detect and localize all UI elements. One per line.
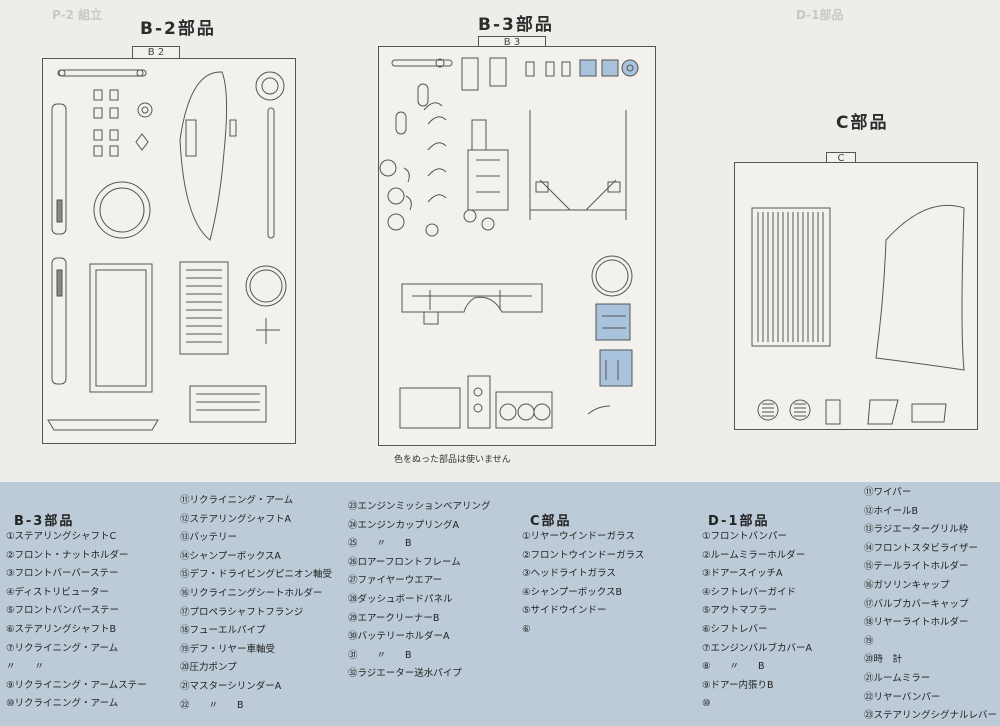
list-item: ㉑ルームミラー — [864, 672, 931, 684]
list-item: ④ディストリビューター — [6, 586, 109, 598]
list-item: ⑥ — [522, 623, 531, 635]
list-item: ㉔エンジンカップリングA — [348, 519, 459, 531]
c-parts — [751, 204, 965, 425]
list-item: ㉑マスターシリンダーA — [180, 680, 282, 692]
list-item: ⑭フロントスタビライザー — [864, 542, 979, 554]
b3-parts — [379, 57, 639, 429]
legend-title-b3: B-3部品 — [14, 514, 75, 529]
list-item: ⑬バッテリー — [180, 532, 238, 544]
sheet-tab-c: C — [826, 152, 856, 164]
list-item: ⑱フューエルパイプ — [180, 625, 266, 637]
list-item: ㉒ 〃 B — [180, 699, 244, 711]
sheet-title-c: C部品 — [836, 113, 889, 133]
list-item: ⑯リクライニングシートホルダー — [180, 587, 323, 599]
list-item: ⑥ステアリングシャフトB — [6, 623, 117, 635]
list-item: ②フロント・ナットホルダー — [6, 549, 129, 561]
sheet-frame-b2 — [42, 58, 296, 444]
ghost-label-p2: P-2 組立 — [52, 8, 103, 22]
b2-parts — [47, 69, 287, 431]
list-item: ⑮テールライトホルダー — [864, 561, 969, 573]
ghost-label-d1: D-1部品 — [796, 8, 844, 22]
list-item: ⑫ホイールB — [864, 505, 919, 517]
list-item: ⑫ステアリングシャフトA — [180, 513, 291, 525]
sheet-tab-b2: B 2 — [132, 46, 180, 60]
list-item: ①リヤーウインドーガラス — [522, 531, 635, 542]
list-item: ⑨リクライニング・アームステー — [6, 679, 147, 691]
parts-drawing — [47, 57, 965, 431]
list-item: ⑦リクライニング・アーム — [6, 642, 119, 654]
list-item: ⑲ — [864, 635, 874, 647]
list-item: ③ヘッドライトガラス — [522, 568, 616, 580]
sheet-title-b3: B-3部品 — [478, 15, 554, 35]
list-item: ⑳時 計 — [864, 654, 903, 666]
list-item: ⑦エンジンバルブカバーA — [702, 642, 813, 654]
list-item: ㉗ファイヤーウエアー — [348, 575, 443, 587]
list-item: ①フロントバンパー — [702, 531, 787, 542]
list-item: ⑰プロペラシャフトフランジ — [180, 606, 304, 618]
list-item: ①ステアリングシャフトC — [6, 531, 117, 542]
list-item: ⑩ — [702, 698, 711, 710]
list-item: ㉘ダッシュボードパネル — [348, 593, 453, 605]
unused-parts-note: 色をぬった部品は使いません — [394, 455, 511, 465]
list-item: ⑤フロントバンパーステー — [6, 605, 120, 617]
list-item: ⑳圧力ポンプ — [180, 662, 237, 674]
list-item: ⑤サイドウインドー — [522, 605, 607, 617]
list-item: ③ドアースイッチA — [702, 568, 783, 580]
list-item: ㉛ 〃 B — [348, 649, 412, 661]
parts-legend: B-3部品 ①ステアリングシャフトC ②フロント・ナットホルダー ③フロントバー… — [0, 482, 1000, 726]
list-item: ⑬ラジエーターグリル枠 — [864, 524, 969, 536]
list-item: ㉚バッテリーホルダーA — [348, 631, 450, 643]
list-item: ⑪ワイパー — [864, 487, 912, 498]
list-item: 〃 〃 — [6, 661, 45, 673]
list-item: ⑥シフトレバー — [702, 623, 768, 635]
list-item: ㉒リヤーバンパー — [864, 691, 941, 703]
list-item: ②フロントウインドーガラス — [522, 549, 645, 561]
list-item: ⑤アウトマフラー — [702, 605, 778, 617]
legend-b3-col2: ⑪リクライニング・アーム ⑫ステアリングシャフトA ⑬バッテリー ⑭シャンプーボ… — [180, 492, 345, 715]
legend-d1-col2: ⑪ワイパー ⑫ホイールB ⑬ラジエーターグリル枠 ⑭フロントスタビライザー ⑮テ… — [864, 484, 1000, 726]
list-item: ⑰バルブカバーキャップ — [864, 598, 969, 610]
list-item: ㉓エンジンミッションベアリング — [348, 501, 491, 512]
list-item: ③フロントバーバーステー — [6, 568, 119, 580]
legend-b3-col3: ㉓エンジンミッションベアリング ㉔エンジンカップリングA ㉕ 〃 B ㉖ロアーフ… — [348, 498, 513, 684]
list-item: ⑯ガソリンキャップ — [864, 579, 950, 591]
legend-title-c: C部品 — [530, 514, 572, 529]
list-item: ㉙エアークリーナーB — [348, 612, 440, 624]
list-item: ㉓ステアリングシグナルレバー — [864, 710, 998, 722]
list-item: ⑱リヤーライトホルダー — [864, 617, 969, 629]
parts-diagram-area: P-2 組立 D-1部品 B-2部品 B 2 B-3部品 B 3 色をぬった部品… — [42, 8, 978, 465]
list-item: ⑨ドアー内張りB — [702, 679, 774, 691]
list-item: ⑪リクライニング・アーム — [180, 495, 294, 506]
list-item: ㉜ラジエーター送水パイプ — [348, 668, 462, 680]
list-item: ⑮デフ・ドライビングピニオン軸受 — [180, 569, 333, 581]
legend-c-col: ①リヤーウインドーガラス ②フロントウインドーガラス ③ヘッドライトガラス ④シ… — [522, 528, 692, 640]
list-item: ②ルームミラーホルダー — [702, 549, 806, 561]
list-item: ⑩リクライニング・アーム — [6, 698, 119, 710]
legend-title-d1: D-1部品 — [708, 514, 770, 529]
list-item: ④シフトレバーガイド — [702, 586, 797, 598]
list-item: ⑲デフ・リヤー車軸受 — [180, 643, 276, 655]
sheet-title-b2: B-2部品 — [140, 19, 216, 39]
list-item: ⑧ 〃 B — [702, 661, 765, 673]
list-item: ④シャンプーボックスB — [522, 586, 622, 598]
sheet-tab-b3: B 3 — [478, 36, 546, 48]
legend-d1-col1: ①フロントバンパー ②ルームミラーホルダー ③ドアースイッチA ④シフトレバーガ… — [702, 528, 862, 714]
list-item: ⑭シャンプーボックスA — [180, 550, 281, 562]
list-item: ㉖ロアーフロントフレーム — [348, 556, 461, 568]
list-item: ㉕ 〃 B — [348, 538, 412, 550]
legend-b3-col1: ①ステアリングシャフトC ②フロント・ナットホルダー ③フロントバーバーステー … — [6, 528, 176, 714]
